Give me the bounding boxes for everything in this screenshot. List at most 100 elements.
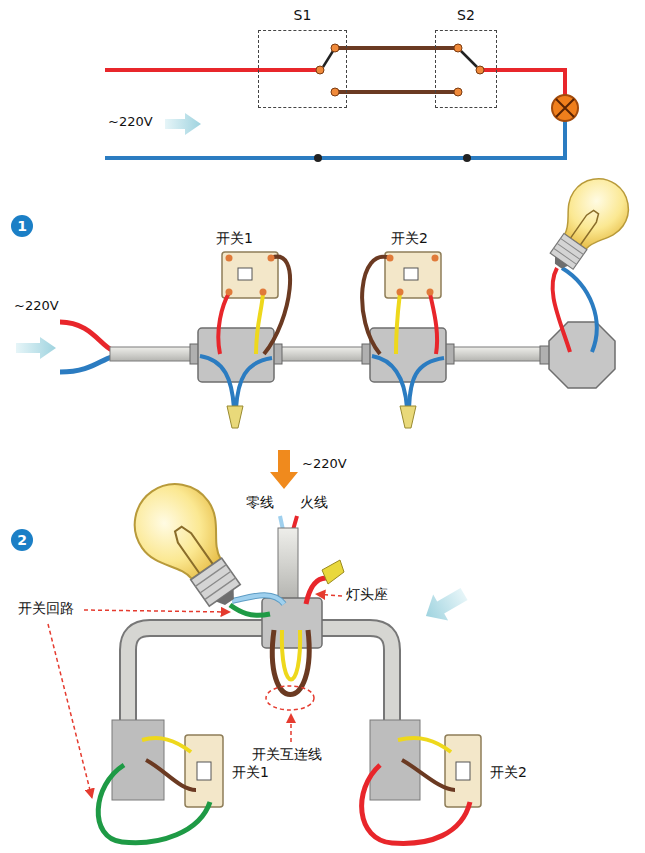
wiring-example-1 — [397, 289, 404, 296]
wiring-example-1 — [268, 255, 275, 262]
wiring-example-1 — [534, 167, 641, 283]
wiring-example-2 — [112, 720, 164, 800]
schematic — [454, 88, 462, 96]
wiring-example-2 — [146, 760, 196, 790]
schematic — [461, 51, 477, 67]
callout-circle — [11, 215, 33, 551]
wiring-example-2 — [142, 738, 191, 752]
wiring-example-1 — [227, 406, 243, 428]
wiring-example-2 — [418, 581, 471, 629]
switch-label: 开关2 — [490, 764, 527, 781]
wiring-example-1 — [222, 252, 278, 298]
wiring-example-2 — [185, 735, 223, 807]
wiring-example-1 — [218, 293, 229, 354]
wiring-example-1 — [362, 257, 390, 354]
wiring-example-2 — [398, 738, 451, 752]
wiring-example-2 — [232, 595, 284, 604]
wiring-example-1 — [60, 322, 112, 350]
wiring-example-1 — [385, 252, 441, 298]
wiring-example-2 — [119, 468, 263, 625]
schematic — [323, 51, 333, 67]
wiring-example-2 — [402, 760, 455, 790]
wiring-example-1 — [16, 167, 640, 428]
wiring-example-2 — [232, 595, 284, 604]
schematic — [454, 44, 462, 52]
schematic — [105, 68, 316, 72]
wiring-example-1 — [562, 268, 597, 352]
wiring-example-1 — [409, 358, 444, 408]
wiring-example-2 — [270, 450, 298, 489]
switch-box: S2 — [435, 30, 497, 108]
wiring-example-2 — [230, 605, 270, 615]
wiring-example-1 — [370, 328, 446, 382]
wiring-example-1 — [200, 356, 234, 408]
wiring-example-1 — [427, 289, 434, 296]
voltage-label: ~220V — [302, 456, 347, 472]
wiring-example-2 — [128, 628, 262, 722]
wiring-example-2 — [322, 560, 344, 584]
callout-number: 1 — [11, 215, 33, 237]
schematic — [463, 154, 471, 162]
wiring-example-2 — [322, 628, 392, 722]
wiring-example-1 — [264, 257, 290, 354]
wiring-example-2 — [128, 628, 262, 722]
schematic — [556, 99, 574, 117]
wiring-example-1 — [226, 255, 233, 262]
callout-number: 2 — [11, 529, 33, 551]
callout-circle — [11, 215, 33, 237]
part-label: 开关回路 — [18, 600, 74, 617]
schematic — [476, 66, 484, 74]
wiring-example-1 — [110, 347, 550, 361]
leader-line — [48, 624, 92, 798]
schematic — [165, 113, 201, 135]
traveler-wire — [347, 46, 435, 50]
wire-label: 零线 — [246, 494, 274, 511]
voltage-label: ~220V — [14, 298, 59, 314]
wire-label: 火线 — [300, 494, 328, 511]
schematic — [314, 154, 322, 162]
wiring-example-1 — [226, 289, 233, 296]
wiring-example-1 — [430, 293, 437, 354]
wiring-example-1 — [404, 268, 418, 280]
switch-label: 开关1 — [232, 764, 269, 781]
wiring-example-2 — [98, 450, 481, 843]
leader-line — [48, 594, 342, 798]
schematic — [105, 44, 578, 162]
wiring-example-2 — [370, 720, 420, 800]
wiring-example-2 — [282, 630, 300, 680]
leader-line — [290, 714, 292, 742]
wiring-example-1 — [553, 268, 570, 352]
wiring-example-2 — [456, 762, 470, 780]
part-label: 开关互连线 — [252, 746, 322, 763]
wiring-example-2 — [197, 762, 211, 780]
wiring-example-2 — [272, 630, 309, 695]
wiring-example-1 — [372, 356, 407, 408]
wiring-example-1 — [236, 358, 272, 408]
wiring-example-2 — [322, 628, 392, 722]
schematic — [331, 44, 339, 52]
schematic — [552, 95, 578, 121]
wiring-example-2 — [278, 528, 298, 600]
wiring-example-1 — [198, 328, 274, 382]
schematic — [434, 48, 454, 92]
wiring-example-1 — [432, 255, 439, 262]
wiring-example-1 — [60, 357, 112, 372]
wiring-example-1 — [238, 268, 252, 280]
callout-circle — [11, 529, 33, 551]
wiring-example-1 — [387, 255, 394, 262]
switch-label: 开关2 — [391, 230, 428, 247]
wiring-example-1 — [549, 322, 615, 388]
wiring-example-2 — [306, 578, 326, 604]
wiring-example-2 — [445, 735, 481, 807]
wiring-example-2 — [362, 765, 470, 843]
wiring-example-1 — [256, 293, 263, 354]
leader-line — [84, 610, 230, 612]
wiring-example-1 — [396, 293, 400, 354]
leader-line — [316, 594, 342, 596]
switch-label: 开关1 — [216, 230, 253, 247]
wiring-example-1 — [400, 406, 416, 428]
